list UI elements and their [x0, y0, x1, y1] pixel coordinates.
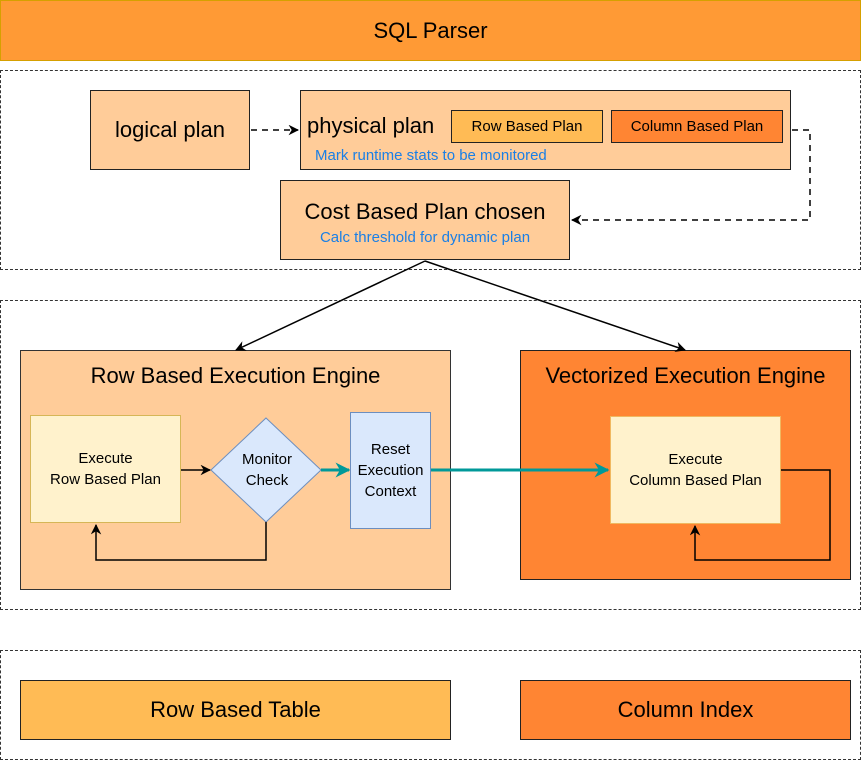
vector-engine-title: Vectorized Execution Engine — [545, 363, 826, 388]
row-based-table-label: Row Based Table — [150, 697, 321, 722]
column-based-plan-label: Column Based Plan — [630, 118, 764, 135]
monitor-line2: Check — [245, 472, 289, 489]
execute-row-plan-box: Execute Row Based Plan — [30, 415, 181, 523]
column-index-label: Column Index — [617, 697, 754, 722]
execute-col-line1: Execute — [668, 451, 723, 468]
monitor-line1: Monitor — [241, 451, 293, 468]
cost-plan-title: Cost Based Plan chosen — [304, 198, 546, 224]
monitor-check-label: Monitor Check — [222, 448, 312, 492]
execute-column-plan-box: Execute Column Based Plan — [610, 416, 781, 524]
row-engine-title: Row Based Execution Engine — [90, 363, 381, 388]
physical-plan-box: physical plan Row Based Plan Column Base… — [300, 90, 791, 170]
cost-based-plan-box: Cost Based Plan chosen Calc threshold fo… — [280, 180, 570, 260]
execute-col-line2: Column Based Plan — [629, 472, 762, 489]
row-based-table-box: Row Based Table — [20, 680, 451, 740]
row-based-plan-label: Row Based Plan — [471, 118, 583, 135]
row-based-plan-chip: Row Based Plan — [451, 110, 603, 143]
cost-plan-note: Calc threshold for dynamic plan — [319, 228, 531, 246]
reset-line3: Context — [364, 483, 417, 500]
physical-plan-note: Mark runtime stats to be monitored — [315, 147, 547, 164]
logical-plan-label: logical plan — [114, 117, 226, 142]
column-index-box: Column Index — [520, 680, 851, 740]
execute-row-line1: Execute — [78, 450, 133, 467]
sql-parser-label: SQL Parser — [373, 17, 488, 43]
logical-plan-box: logical plan — [90, 90, 250, 170]
sql-parser-box: SQL Parser — [0, 0, 861, 61]
reset-execution-context-box: Reset Execution Context — [350, 412, 431, 529]
reset-line1: Reset — [370, 441, 411, 458]
column-based-plan-chip: Column Based Plan — [611, 110, 783, 143]
physical-plan-title: physical plan — [307, 113, 435, 138]
execute-row-line2: Row Based Plan — [50, 471, 161, 488]
reset-line2: Execution — [357, 462, 424, 479]
